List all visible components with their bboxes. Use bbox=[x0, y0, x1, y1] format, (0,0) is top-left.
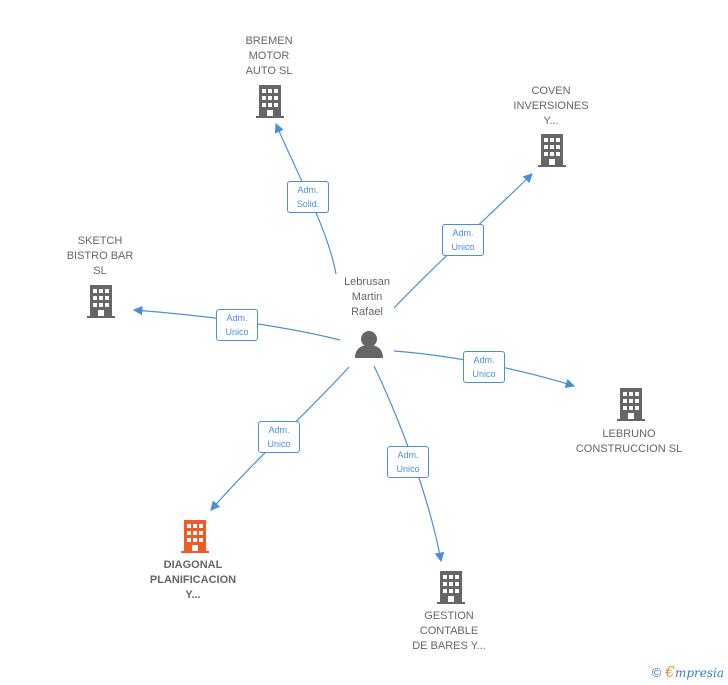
edge-label-gestion: Adm. Unico bbox=[387, 446, 429, 478]
node-label-bremen[interactable]: BREMEN MOTOR AUTO SL bbox=[245, 35, 293, 77]
edge-label-bremen: Adm. Solid. bbox=[287, 181, 329, 213]
building-icon-lebruno bbox=[617, 388, 645, 421]
node-label-coven[interactable]: COVEN INVERSIONES Y... bbox=[513, 85, 589, 127]
brand-logo: €mpresia bbox=[665, 663, 724, 681]
edge-label-sketch: Adm. Unico bbox=[216, 309, 258, 341]
copyright-symbol: © bbox=[651, 664, 662, 680]
edge-label-diagonal: Adm. Unico bbox=[258, 421, 300, 453]
node-label-sketch[interactable]: SKETCH BISTRO BAR SL bbox=[66, 235, 134, 277]
node-label-gestion[interactable]: GESTION CONTABLE DE BARES Y... bbox=[412, 610, 486, 652]
edge-label-coven: Adm. Unico bbox=[442, 224, 484, 256]
node-label-diagonal[interactable]: DIAGONAL PLANIFICACION Y... bbox=[149, 559, 237, 601]
building-icon-sketch bbox=[87, 285, 115, 318]
center-person-label[interactable]: Lebrusan Martin Rafael bbox=[344, 276, 390, 318]
person-icon bbox=[355, 331, 383, 358]
building-icon-diagonal bbox=[181, 520, 209, 553]
node-label-lebruno[interactable]: LEBRUNO CONSTRUCCION SL bbox=[575, 428, 683, 455]
footer-branding: © €mpresia bbox=[652, 663, 724, 681]
building-icon-coven bbox=[538, 134, 566, 167]
building-icon-gestion bbox=[437, 571, 465, 604]
edge-label-lebruno: Adm. Unico bbox=[463, 351, 505, 383]
building-icon-bremen bbox=[256, 85, 284, 118]
